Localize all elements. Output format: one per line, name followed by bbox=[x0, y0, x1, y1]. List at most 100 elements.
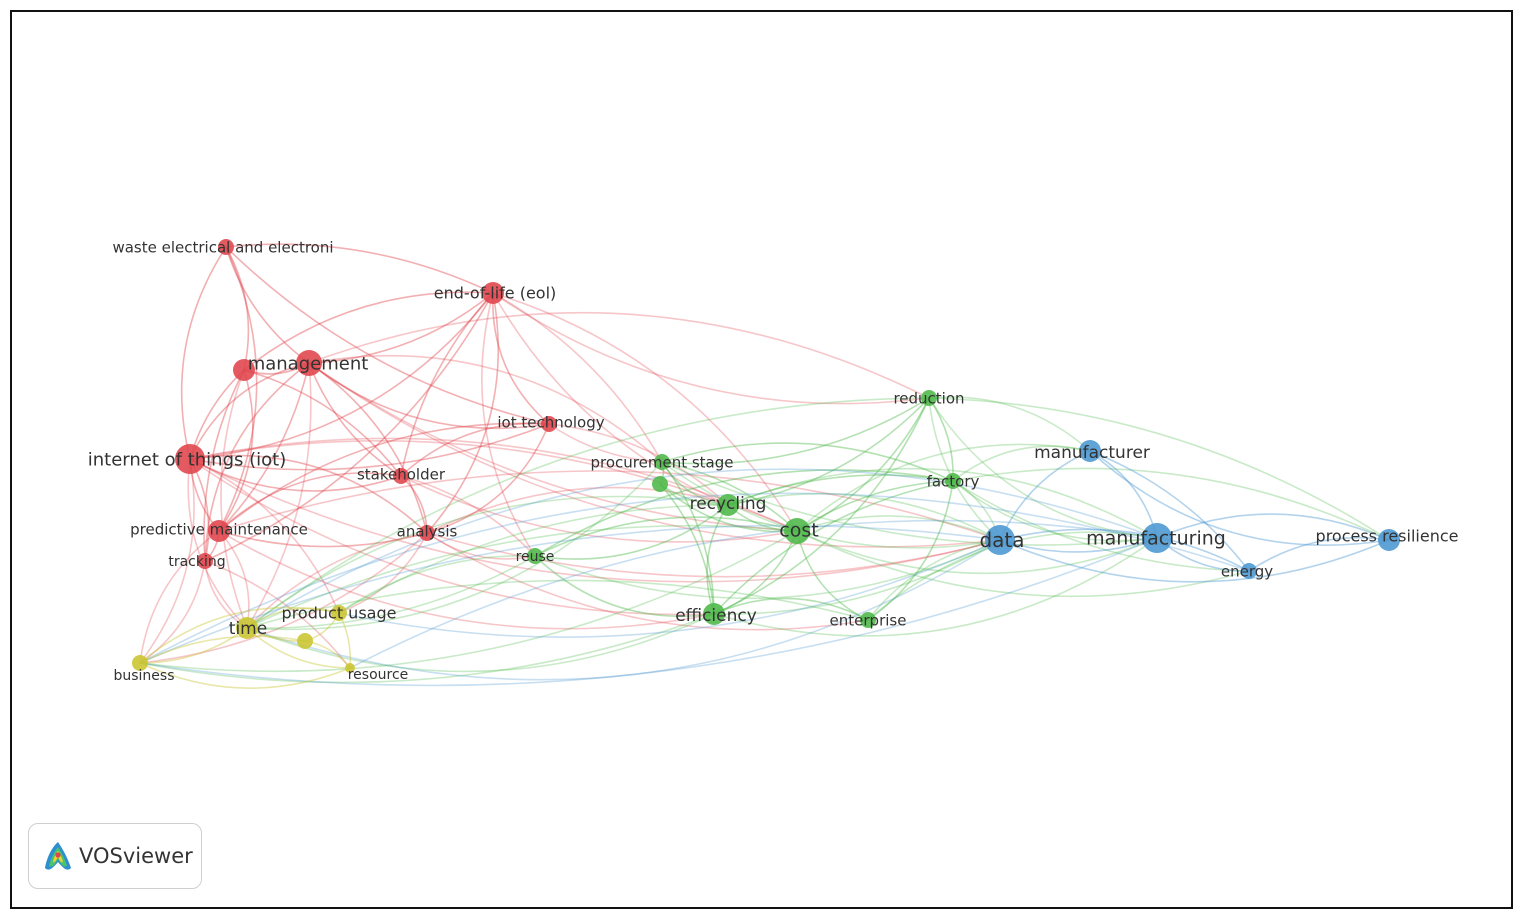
node-resilience[interactable] bbox=[1378, 529, 1400, 551]
link-recycling-factory bbox=[727, 474, 954, 506]
node-resource[interactable] bbox=[345, 663, 355, 673]
node-label-productusage[interactable]: product usage bbox=[282, 604, 397, 623]
node-label-resilience[interactable]: process resilience bbox=[1316, 527, 1459, 546]
link-time-business bbox=[139, 627, 248, 664]
node-stakeholder[interactable] bbox=[393, 468, 409, 484]
node-energy[interactable] bbox=[1241, 563, 1257, 579]
link-efficiency-proc2 bbox=[659, 483, 715, 615]
node-label-iottech[interactable]: iot technology bbox=[497, 413, 604, 431]
link-iottech-recycling bbox=[548, 423, 729, 506]
node-label-efficiency[interactable]: efficiency bbox=[675, 606, 757, 626]
node-label-iot[interactable]: internet of things (iot) bbox=[88, 449, 286, 470]
link-analysis-reuse bbox=[426, 532, 536, 560]
node-procurement[interactable] bbox=[654, 454, 670, 470]
node-label-time[interactable]: time bbox=[229, 619, 267, 639]
link-iot-iottech bbox=[189, 423, 550, 471]
node-reduction[interactable] bbox=[921, 390, 937, 406]
node-iot[interactable] bbox=[175, 444, 205, 474]
link-cost-energy bbox=[796, 530, 1250, 598]
link-predictive-efficiency bbox=[218, 530, 715, 630]
node-business[interactable] bbox=[132, 655, 148, 671]
node-data[interactable] bbox=[985, 525, 1015, 555]
link-mgmt2-predictive bbox=[218, 369, 254, 532]
link-iot-time bbox=[187, 458, 248, 629]
node-label-resource[interactable]: resource bbox=[348, 667, 409, 683]
node-proc2[interactable] bbox=[652, 476, 668, 492]
link-cost-factory bbox=[796, 480, 954, 532]
link-management-procurement bbox=[308, 354, 663, 463]
link-efficiency-factory bbox=[713, 480, 954, 615]
link-procurement-reduction bbox=[661, 397, 930, 465]
node-pu2[interactable] bbox=[297, 633, 313, 649]
node-label-tracking[interactable]: tracking bbox=[168, 554, 225, 570]
node-label-manufacturing[interactable]: manufacturing bbox=[1086, 528, 1226, 550]
node-cost[interactable] bbox=[784, 518, 810, 544]
link-eol-recycling bbox=[492, 292, 729, 506]
vosviewer-badge[interactable]: VOSviewer bbox=[28, 823, 202, 889]
link-predictive-business bbox=[139, 530, 220, 664]
node-recycling[interactable] bbox=[717, 494, 739, 516]
link-procurement-manufacturing bbox=[661, 461, 1158, 546]
node-manufacturing[interactable] bbox=[1142, 523, 1172, 553]
node-label-manufacturer[interactable]: manufacturer bbox=[1034, 443, 1150, 463]
link-reduction-manufacturing bbox=[928, 397, 1158, 539]
link-management-time bbox=[246, 362, 312, 629]
node-label-data[interactable]: data bbox=[979, 528, 1024, 552]
node-productusage[interactable] bbox=[331, 605, 347, 621]
link-reuse-factory bbox=[534, 469, 954, 557]
node-layer bbox=[132, 239, 1400, 673]
label-layer: waste electrical and electroni end-of-lif… bbox=[88, 238, 1459, 684]
node-mgmt2[interactable] bbox=[233, 359, 255, 381]
node-iottech[interactable] bbox=[541, 416, 557, 432]
link-recycling-reuse bbox=[534, 504, 729, 560]
node-reuse[interactable] bbox=[527, 548, 543, 564]
link-data-productusage bbox=[338, 539, 1001, 638]
node-label-factory[interactable]: factory bbox=[927, 472, 980, 490]
node-label-enterprise[interactable]: enterprise bbox=[830, 611, 907, 629]
link-enterprise-time bbox=[246, 579, 869, 629]
node-label-reuse[interactable]: reuse bbox=[516, 549, 555, 565]
node-label-procurement[interactable]: procurement stage bbox=[591, 453, 734, 471]
link-mgmt2-tracking bbox=[203, 369, 245, 562]
node-label-waste[interactable]: waste electrical and electroni bbox=[112, 238, 333, 256]
link-efficiency-business bbox=[139, 613, 715, 684]
link-manufacturing-time bbox=[246, 468, 1158, 629]
link-iot-data bbox=[189, 458, 1001, 583]
node-predictive[interactable] bbox=[208, 520, 230, 542]
link-procurement-efficiency bbox=[661, 461, 715, 615]
node-efficiency[interactable] bbox=[703, 603, 725, 625]
node-label-stakeholder[interactable]: stakeholder bbox=[357, 465, 446, 483]
node-label-energy[interactable]: energy bbox=[1221, 562, 1273, 580]
node-enterprise[interactable] bbox=[860, 612, 876, 628]
link-recycling-time bbox=[246, 495, 729, 629]
node-label-analysis[interactable]: analysis bbox=[397, 522, 458, 540]
link-iottech-predictive bbox=[218, 422, 550, 532]
node-time[interactable] bbox=[236, 617, 258, 639]
link-manufacturer-energy bbox=[1089, 450, 1250, 572]
link-cost-enterprise bbox=[796, 530, 869, 621]
node-label-cost[interactable]: cost bbox=[779, 520, 818, 542]
node-analysis[interactable] bbox=[419, 525, 435, 541]
link-efficiency-enterprise bbox=[713, 597, 869, 621]
node-label-management[interactable]: management bbox=[248, 353, 369, 374]
link-procurement-cost bbox=[661, 461, 798, 532]
link-iottech-analysis bbox=[426, 423, 550, 534]
link-tracking-business bbox=[139, 560, 206, 664]
link-cost-efficiency bbox=[713, 530, 798, 615]
node-label-business[interactable]: business bbox=[113, 668, 174, 684]
node-label-recycling[interactable]: recycling bbox=[690, 494, 767, 514]
node-label-eol[interactable]: end-of-life (eol) bbox=[434, 284, 557, 303]
link-productusage-business bbox=[139, 606, 340, 664]
node-management[interactable] bbox=[296, 350, 322, 376]
node-tracking[interactable] bbox=[197, 553, 213, 569]
node-label-predictive[interactable]: predictive maintenance bbox=[130, 520, 308, 538]
link-stakeholder-reuse bbox=[400, 475, 536, 557]
node-factory[interactable] bbox=[945, 473, 961, 489]
node-label-reduction[interactable]: reduction bbox=[893, 389, 964, 407]
link-manufacturing-resilience bbox=[1156, 513, 1390, 541]
node-manufacturer[interactable] bbox=[1079, 440, 1101, 462]
node-eol[interactable] bbox=[482, 282, 504, 304]
link-enterprise-data bbox=[867, 539, 1001, 621]
link-tracking-time bbox=[204, 560, 248, 629]
node-waste[interactable] bbox=[218, 239, 234, 255]
